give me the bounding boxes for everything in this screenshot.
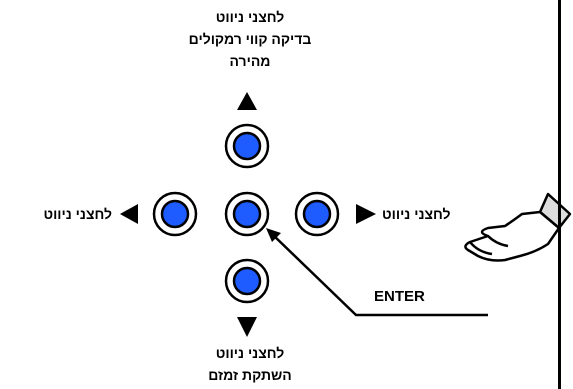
bottom-navigation-label: לחצני ניווט השתקת זמזם (150, 342, 350, 386)
left-arrow-icon (120, 204, 138, 224)
down-arrow-icon (237, 317, 257, 337)
right-navigation-label: לחצני ניווט (382, 206, 451, 222)
top-label-line-2: בדיקה קווי רמקולים (188, 31, 312, 47)
enter-label: ENTER (374, 288, 425, 305)
right-button[interactable] (293, 190, 341, 238)
pointing-hand-icon (464, 192, 572, 262)
left-navigation-label: לחצני ניווט (43, 206, 112, 222)
up-button[interactable] (223, 122, 271, 170)
up-arrow-icon (237, 92, 257, 110)
top-label-line-1: לחצני ניווט (215, 9, 285, 25)
enter-button[interactable] (223, 190, 271, 238)
down-button[interactable] (223, 257, 271, 305)
frame-divider-line (558, 0, 561, 389)
top-navigation-label: לחצני ניווט בדיקה קווי רמקולים מהירה (150, 6, 350, 72)
enter-pointer-line (266, 228, 488, 317)
top-label-line-3: מהירה (229, 53, 271, 69)
bottom-label-line-1: לחצני ניווט (215, 345, 285, 361)
right-arrow-icon (356, 204, 376, 224)
left-button[interactable] (151, 190, 199, 238)
bottom-label-line-2: השתקת זמזם (208, 367, 292, 383)
